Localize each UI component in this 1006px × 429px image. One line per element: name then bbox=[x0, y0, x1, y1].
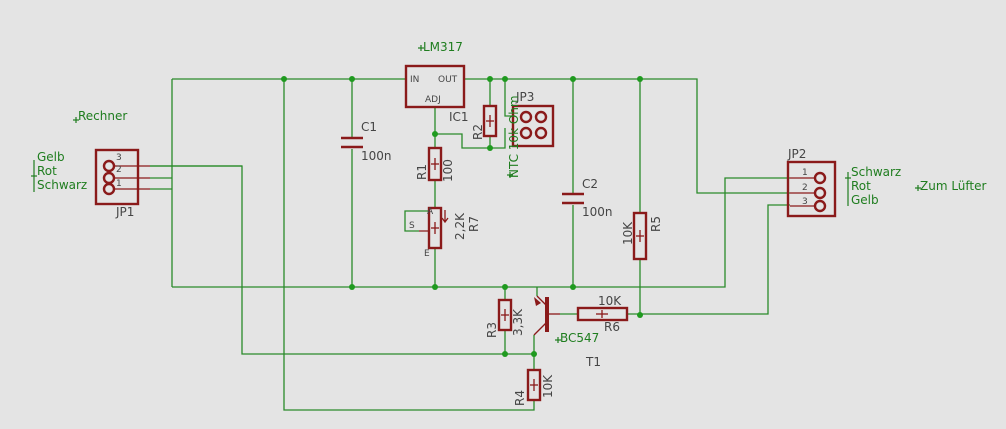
capacitor-c1 bbox=[341, 136, 363, 149]
label-jp2-pin1-num: 1 bbox=[802, 168, 808, 178]
label-r7-e: E bbox=[424, 249, 430, 259]
label-zum-luefter: Zum Lüfter bbox=[920, 179, 987, 193]
wire-top-left bbox=[171, 78, 406, 287]
label-jp2-rot: Rot bbox=[851, 179, 871, 193]
label-r4-value: 10K bbox=[541, 374, 555, 398]
junction-dot bbox=[502, 76, 508, 82]
resistor-r2 bbox=[482, 104, 498, 138]
label-jp2-pin2-num: 2 bbox=[802, 183, 808, 193]
junction-dot bbox=[487, 76, 493, 82]
wire-adj bbox=[404, 107, 490, 287]
connector-jp3 bbox=[511, 104, 555, 148]
wire-r6 bbox=[560, 204, 790, 315]
resistor-r3 bbox=[497, 298, 513, 332]
label-markers bbox=[31, 45, 921, 343]
wire-t1 bbox=[533, 287, 538, 354]
label-r7: R7 bbox=[467, 216, 481, 232]
junction-dot bbox=[432, 284, 438, 290]
connector-jp2 bbox=[786, 160, 837, 218]
junction-dot bbox=[531, 351, 537, 357]
label-r3: R3 bbox=[485, 322, 499, 338]
junction-dot bbox=[637, 312, 643, 318]
junction-dot bbox=[349, 284, 355, 290]
resistor-r6 bbox=[576, 306, 629, 322]
label-t1: T1 bbox=[585, 355, 601, 369]
label-ic1: IC1 bbox=[449, 110, 469, 124]
label-r1: R1 bbox=[415, 164, 429, 180]
junction-dot bbox=[502, 284, 508, 290]
label-lm317: LM317 bbox=[423, 40, 463, 54]
label-c2: C2 bbox=[582, 177, 598, 191]
label-r5: R5 bbox=[649, 216, 663, 232]
junction-dot bbox=[570, 284, 576, 290]
label-r4: R4 bbox=[513, 390, 527, 406]
label-bc547: BC547 bbox=[560, 331, 599, 345]
label-r7-a: A bbox=[427, 207, 434, 217]
label-r2: R2 bbox=[471, 124, 485, 140]
wire-ground-rail bbox=[172, 177, 790, 288]
label-c1-value: 100n bbox=[361, 149, 392, 163]
label-r5-value: 10K bbox=[621, 221, 635, 245]
connector-jp1 bbox=[94, 148, 150, 206]
label-r6: R6 bbox=[604, 320, 620, 334]
label-c2-value: 100n bbox=[582, 205, 613, 219]
label-r1-value: 100 bbox=[441, 159, 455, 182]
label-r6-value: 10K bbox=[598, 294, 622, 308]
resistor-r5 bbox=[632, 211, 648, 261]
resistor-r1 bbox=[427, 146, 443, 182]
label-jp1-pin2-num: 2 bbox=[116, 165, 122, 175]
label-jp1-pin1-num: 1 bbox=[116, 179, 122, 189]
junction-dot bbox=[432, 131, 438, 137]
ic1-adj-label: ADJ bbox=[425, 95, 441, 105]
label-c1: C1 bbox=[361, 120, 377, 134]
transistor-t1 bbox=[533, 295, 560, 336]
junction-dot bbox=[502, 351, 508, 357]
wire-jp3 bbox=[490, 79, 515, 149]
label-ntc: NTC 10k Ohm bbox=[507, 95, 521, 178]
resistor-r4 bbox=[526, 368, 542, 402]
label-jp2-gelb: Gelb bbox=[851, 193, 879, 207]
ic1-out-label: OUT bbox=[438, 75, 458, 85]
wires bbox=[150, 78, 790, 411]
label-rechner: Rechner bbox=[78, 109, 127, 123]
junction-dot bbox=[570, 76, 576, 82]
wire-r3 bbox=[150, 165, 534, 355]
junction-dot bbox=[637, 76, 643, 82]
potentiometer-r7 bbox=[419, 206, 449, 250]
label-jp1-schwarz: Schwarz bbox=[37, 178, 87, 192]
label-r7-value: 2,2K bbox=[453, 212, 467, 240]
label-r3-value: 3,3K bbox=[511, 308, 525, 336]
label-jp1: JP1 bbox=[115, 205, 134, 219]
junction-dot bbox=[281, 76, 287, 82]
label-jp2: JP2 bbox=[787, 147, 806, 161]
label-jp1-rot: Rot bbox=[37, 164, 57, 178]
label-jp1-gelb: Gelb bbox=[37, 150, 65, 164]
label-jp3: JP3 bbox=[515, 90, 534, 104]
capacitor-c2 bbox=[562, 192, 584, 205]
label-jp2-schwarz: Schwarz bbox=[851, 165, 901, 179]
labels: Rechner Gelb Rot Schwarz JP1 3 2 1 LM317… bbox=[37, 40, 987, 406]
ic1-regulator: IN OUT ADJ bbox=[404, 64, 466, 109]
label-jp2-pin3-num: 3 bbox=[802, 197, 808, 207]
ic1-in-label: IN bbox=[410, 75, 419, 85]
label-r7-s: S bbox=[409, 221, 415, 231]
junctions bbox=[281, 76, 643, 357]
junction-dot bbox=[349, 76, 355, 82]
junction-dot bbox=[487, 145, 493, 151]
label-jp1-pin3-num: 3 bbox=[116, 153, 122, 163]
